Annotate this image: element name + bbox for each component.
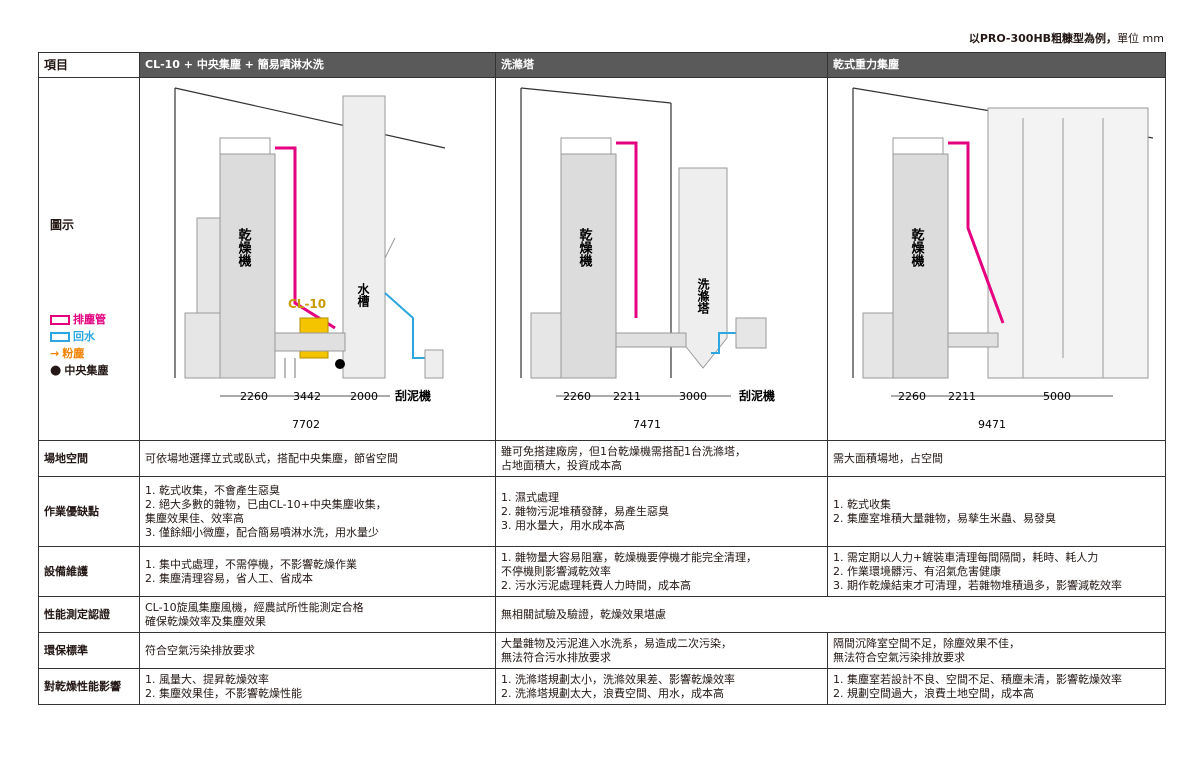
legend-cell: 圖示 排塵管 回水 →粉塵 ●中央集塵 [38,77,140,441]
cert-c1: CL-10旋風集塵風機，經農試所性能測定合格確保乾燥效率及集塵效果 [139,596,496,633]
dim-3a: 2260 [898,390,926,403]
water-tank-label: 水槽 [356,282,370,308]
arrow-icon: → [50,347,60,360]
return-water-pipe-2 [711,332,741,354]
exhaust-pipe-3 [948,141,1005,324]
scrubber-label: 洗滌塔 [696,277,710,315]
cl10-diagram-svg: 乾燥機 CL-10 水槽 2260 3442 2000 刮泥機 [174,87,446,431]
dryer-label: 乾燥機 [236,227,252,268]
header-col1: CL-10 + 中央集塵 + 簡易噴淋水洗 [139,52,496,78]
cert-merged: 無相關試驗及驗證，乾燥效果堪慮 [495,596,1166,633]
note-unit: 單位 mm [1117,32,1164,45]
label-pros-cons: 作業優缺點 [38,476,140,547]
note-suffix: 粗糠型為例， [1051,32,1118,45]
dim-2a: 2260 [563,390,591,403]
label-maintenance: 設備維護 [38,546,140,597]
row-space: 場地空間 可依場地選擇立式或臥式，搭配中央集塵，節省空間 雖可免搭建廠房，但1台… [38,440,1166,477]
exhaust-pipe [275,146,336,330]
label-environment: 環保標準 [38,632,140,669]
dim-1-total: 7702 [292,418,320,431]
space-c3: 需大面積場地，占空間 [827,440,1166,477]
note-model: PRO-300HB [979,32,1052,45]
header-row: 項目 CL-10 + 中央集塵 + 簡易噴淋水洗 洗滌塔 乾式重力集塵 [38,52,1166,78]
env-c3: 隔間沉降室空間不足，除塵效果不佳，無法符合空氣污染排放要求 [827,632,1166,669]
legend-dust: →粉塵 [50,347,85,360]
row-certification: 性能測定認證 CL-10旋風集塵風機，經農試所性能測定合格確保乾燥效率及集塵效果… [38,596,1166,633]
central-collector-dot [335,359,345,369]
env-c1: 符合空氣污染排放要求 [139,632,496,669]
diagram-cl10: 乾燥機 CL-10 水槽 2260 3442 2000 刮泥機 [139,77,496,441]
legend-exhaust-pipe: 排塵管 [50,313,106,327]
dim-1a: 2260 [240,390,268,403]
legend-title: 圖示 [50,218,75,232]
dim-2c: 3000 [679,390,707,403]
exhaust-pipe-2 [616,141,638,318]
label-certification: 性能測定認證 [38,596,140,633]
gravity-diagram-svg: 乾燥機 2260 2211 5000 9471 [852,87,1154,431]
pipe-swatch-icon [50,315,70,325]
diagram-scrubber: 乾燥機 洗滌塔 2260 2211 3000 刮泥機 7471 [495,77,828,441]
water-swatch-icon [50,332,70,342]
env-c2: 大量雜物及污泥進入水洗系，易造成二次污染，無法符合污水排放要求 [495,632,828,669]
mud-scraper-label: 刮泥機 [395,388,431,403]
space-c1: 可依場地選擇立式或臥式，搭配中央集塵，節省空間 [139,440,496,477]
dot-icon: ● [50,363,62,378]
legend-return-water: 回水 [50,330,95,344]
unit-note: 以PRO-300HB粗糠型為例，單位 mm [969,30,1164,46]
row-environment: 環保標準 符合空氣污染排放要求 大量雜物及污泥進入水洗系，易造成二次污染，無法符… [38,632,1166,669]
dryer-label-3: 乾燥機 [909,227,925,268]
header-col2: 洗滌塔 [495,52,828,78]
label-drying-impact: 對乾燥性能影響 [38,668,140,705]
comparison-table: 項目 CL-10 + 中央集塵 + 簡易噴淋水洗 洗滌塔 乾式重力集塵 圖示 排… [38,52,1166,705]
header-col3: 乾式重力集塵 [827,52,1166,78]
legend-central-collector: ●中央集塵 [50,363,109,378]
space-c2: 雖可免搭建廠房，但1台乾燥機需搭配1台洗滌塔，占地面積大，投資成本高 [495,440,828,477]
label-space: 場地空間 [38,440,140,477]
diagram-gravity: 乾燥機 2260 2211 5000 9471 [827,77,1166,441]
cl10-label: CL-10 [288,297,326,311]
dim-3c: 5000 [1043,390,1071,403]
dim-2-total: 7471 [633,418,661,431]
dim-2b: 2211 [613,390,641,403]
diagram-row: 圖示 排塵管 回水 →粉塵 ●中央集塵 [38,77,1166,441]
dim-1c: 2000 [350,390,378,403]
dryer-label-2: 乾燥機 [577,227,593,268]
mud-scraper-label-2: 刮泥機 [739,388,775,403]
dim-3b: 2211 [948,390,976,403]
header-item: 項目 [38,52,140,78]
return-water-pipe [384,292,430,359]
scrubber-diagram-svg: 乾燥機 洗滌塔 2260 2211 3000 刮泥機 7471 [520,87,775,431]
note-prefix: 以 [968,32,980,45]
dim-3-total: 9471 [978,418,1006,431]
dim-1b: 3442 [293,390,321,403]
